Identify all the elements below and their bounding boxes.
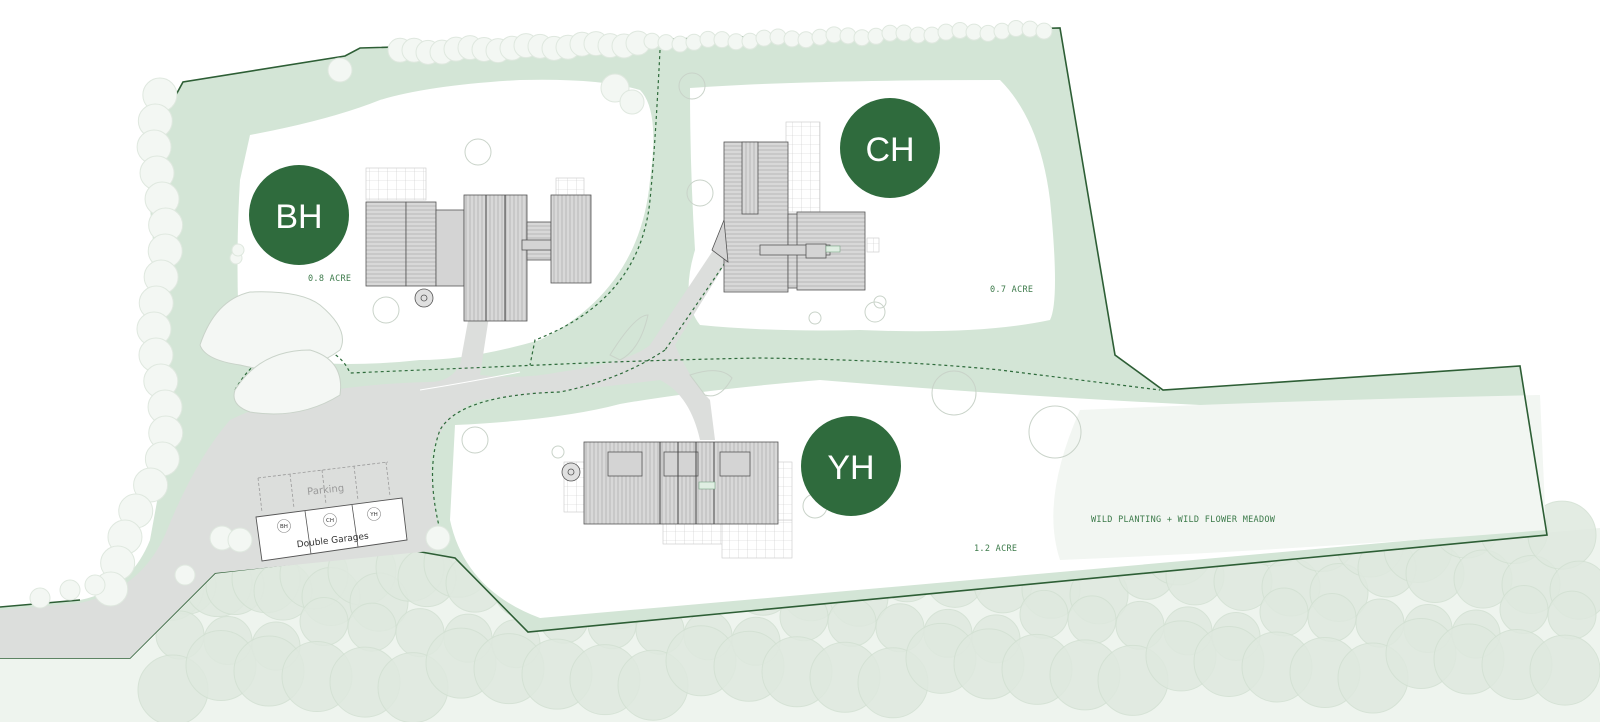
driveway — [0, 240, 735, 658]
hedge-tree — [867, 27, 885, 45]
house-yh-footprint — [561, 441, 793, 559]
house-code-yh: YH — [827, 449, 874, 487]
hedge-tree — [951, 21, 969, 39]
hedge-tree — [979, 24, 997, 42]
hedge-tree — [643, 32, 661, 50]
hedge-tree — [993, 22, 1011, 40]
acreage-label-yh: 1.2 ACRE — [974, 544, 1017, 554]
perimeter-trees — [29, 20, 1053, 609]
hedge-tree — [895, 24, 913, 42]
hedge-tree — [84, 574, 106, 596]
woodland-tree — [1019, 589, 1069, 639]
hedge-tree — [1021, 20, 1039, 38]
hedge-tree — [671, 35, 689, 53]
hedge-tree — [1035, 22, 1053, 40]
hedge-tree — [657, 34, 675, 52]
woodland-tree — [1307, 592, 1357, 642]
garage-bay-label: CH — [326, 518, 334, 524]
house-code-bh: BH — [275, 198, 322, 236]
house-ch-footprint — [711, 121, 880, 293]
hedge-tree — [853, 29, 871, 47]
garage-bay-label: YH — [369, 512, 378, 518]
woodland-tree — [347, 602, 397, 652]
hedge-tree — [839, 27, 857, 45]
acreage-label-bh: 0.8 ACRE — [308, 274, 351, 284]
hedge-tree — [923, 26, 941, 44]
hedge-tree — [811, 28, 829, 46]
parking-label: Parking — [307, 483, 345, 498]
house-code-ch: CH — [865, 131, 914, 169]
house-bh-footprint — [365, 167, 592, 322]
garage-bay-label: BH — [280, 524, 288, 530]
hedge-tree — [425, 525, 451, 551]
double-garages: BH CH YH Double Garages — [255, 497, 408, 562]
hedge-tree — [741, 32, 759, 50]
hedge-tree — [231, 243, 245, 257]
hedge-tree — [59, 579, 81, 601]
hedge-tree — [797, 31, 815, 49]
woodland-tree — [1067, 595, 1117, 645]
hedge-tree — [619, 89, 645, 115]
woodland-tree — [1259, 587, 1309, 637]
house-marker-bh: BH — [249, 165, 349, 265]
woodland-tree — [1499, 585, 1549, 635]
garden-trees — [199, 72, 1082, 519]
hedge-tree — [937, 23, 955, 41]
hedge-tree — [327, 57, 353, 83]
woodland-tree — [299, 597, 349, 647]
hedge-tree — [769, 28, 787, 46]
house-marker-yh: YH — [801, 416, 901, 516]
woodland-tree — [827, 597, 877, 647]
meadow-label: WILD PLANTING + WILD FLOWER MEADOW — [1091, 515, 1276, 525]
acreage-label-ch: 0.7 ACRE — [990, 285, 1033, 295]
hedge-tree — [685, 33, 703, 51]
hedge-tree — [713, 31, 731, 49]
hedge-tree — [227, 527, 253, 553]
woodland-tree — [1529, 634, 1600, 706]
woodland-tree — [1547, 590, 1597, 640]
hedge-tree — [29, 587, 51, 609]
hedge-tree — [174, 564, 196, 586]
house-marker-ch: CH — [840, 98, 940, 198]
parking-area: Parking BH CH YH Double Garages — [255, 461, 408, 562]
